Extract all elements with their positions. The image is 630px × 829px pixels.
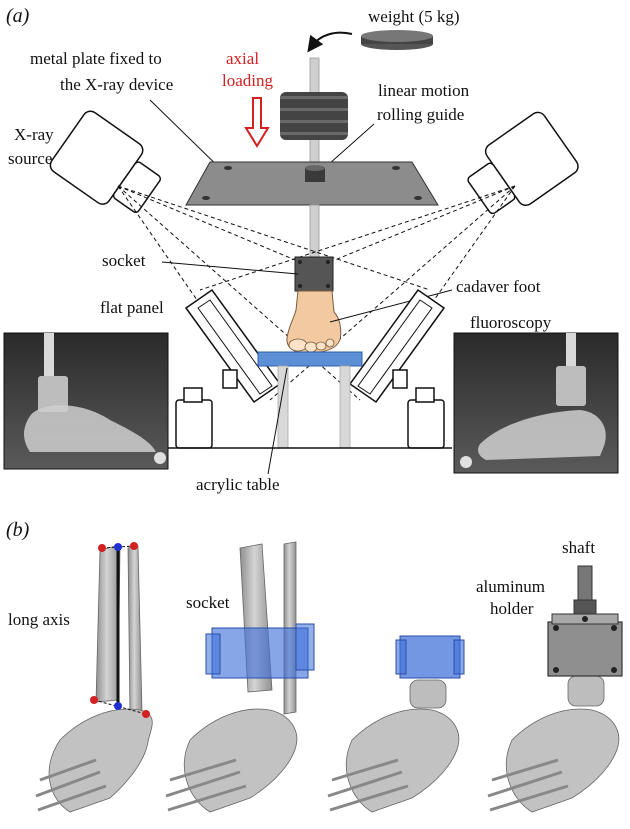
bone-model-3 <box>327 679 460 813</box>
rolling-guide <box>305 165 325 182</box>
aluminum-holder-label-2: holder <box>490 599 534 618</box>
socket-label-a: socket <box>102 251 146 270</box>
metal-plate-label-1: metal plate fixed to <box>30 49 162 68</box>
panel-b: (b) long axis <box>6 519 623 813</box>
axial-loading-label-1: axial <box>226 49 259 68</box>
metal-plate <box>185 161 439 206</box>
flat-panel-label: flat panel <box>100 298 164 317</box>
weight-label: weight (5 kg) <box>368 7 460 26</box>
socket-b <box>205 623 315 679</box>
shaft-lower <box>309 204 320 258</box>
marker-blue <box>114 702 122 710</box>
acrylic-table-leg-right <box>339 365 351 449</box>
marker-red <box>142 710 150 718</box>
acrylic-table-label: acrylic table <box>196 475 280 494</box>
fluoroscopy-image-left <box>3 332 169 470</box>
acrylic-leader <box>267 367 288 475</box>
linear-guide-label-1: linear motion <box>378 81 470 100</box>
acrylic-table-top <box>257 351 363 367</box>
panel-a-label: (a) <box>6 5 30 27</box>
aluminum-holder <box>547 613 623 677</box>
axial-loading-label-2: loading <box>222 71 273 90</box>
socket-leader-a <box>161 261 299 275</box>
weight-disc <box>361 30 433 50</box>
socket-label-b: socket <box>186 593 230 612</box>
metal-plate-label-2: the X-ray device <box>60 75 173 94</box>
cadaver-foot-label: cadaver foot <box>456 277 541 296</box>
fluoroscopy-image-right <box>453 332 619 474</box>
toes <box>288 338 335 353</box>
socket-standalone <box>395 635 465 679</box>
shaft-label: shaft <box>562 538 595 557</box>
metal-plate-bolts <box>202 166 422 200</box>
bone-model-2 <box>165 541 315 813</box>
panel-bases <box>175 387 445 449</box>
marker-red <box>98 544 106 552</box>
fluoroscopy-label: fluoroscopy <box>470 313 552 332</box>
axial-loading-arrow <box>244 97 270 148</box>
weight-stack <box>280 92 348 140</box>
bone-model-4 <box>487 565 623 813</box>
aluminum-holder-label-1: aluminum <box>476 577 545 596</box>
long-axis-label: long axis <box>8 610 70 629</box>
flat-panel-right <box>348 288 446 404</box>
weight-arrow <box>307 31 353 53</box>
socket-a <box>294 256 334 292</box>
marker-red <box>130 542 138 550</box>
xray-source-right <box>467 111 579 215</box>
marker-red <box>90 696 98 704</box>
xray-source-left <box>49 110 162 214</box>
flat-panel-left <box>184 288 282 404</box>
xray-source-label-2: source <box>8 149 52 168</box>
cadaver-leader <box>329 289 453 323</box>
acrylic-table-leg-left <box>277 365 289 449</box>
panel-a: (a) weight (5 kg) axial loading metal pl… <box>3 5 619 494</box>
panel-b-label: (b) <box>6 519 30 541</box>
bone-model-1 <box>35 542 153 813</box>
xray-source-label-1: X-ray <box>14 125 54 144</box>
marker-blue <box>114 543 122 551</box>
linear-guide-label-2: rolling guide <box>377 105 464 124</box>
